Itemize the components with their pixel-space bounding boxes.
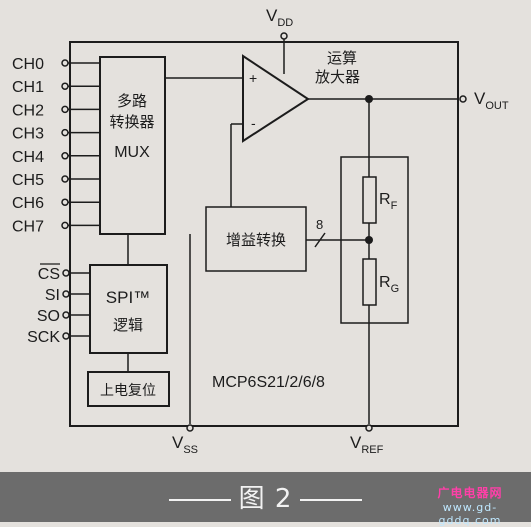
vss-label: VSS (172, 433, 198, 456)
spi-pin-label-si: SI (45, 287, 60, 304)
spi-pin-label-cs: CS (38, 266, 60, 283)
vdd-pin (280, 32, 288, 40)
channel-pin-ch3 (61, 128, 69, 137)
spi-label-line2: 逻辑 (113, 316, 143, 334)
rg-resistor (362, 258, 377, 306)
channel-pin-ch4 (61, 152, 69, 160)
vss-pin (186, 424, 194, 432)
caption-dash-right (300, 498, 363, 501)
bus-slash (314, 232, 326, 248)
part-number: MCP6S21/2/6/8 (212, 374, 325, 391)
vout-pin (459, 95, 467, 103)
spi-pin-si (62, 290, 70, 298)
rf-resistor (362, 176, 377, 224)
channel-pin-ch7 (61, 221, 69, 230)
power-on-reset-label: 上电复位 (100, 382, 156, 399)
channel-label-ch7: CH7 (12, 218, 44, 235)
channel-label-ch3: CH3 (12, 126, 44, 143)
watermark-url: www.gd-gddq.com (438, 501, 502, 527)
channel-label-ch2: CH2 (12, 102, 44, 119)
gain-switch-label: 增益转换 (226, 231, 286, 249)
vref-label: VREF (350, 433, 384, 456)
vdd-label: VDD (266, 6, 293, 29)
channel-pin-ch1 (61, 82, 69, 90)
channel-label-ch5: CH5 (12, 172, 44, 189)
mux-label-line2: 转换器 (109, 113, 154, 131)
spi-pin-sck (62, 332, 70, 340)
spi-label-line1: SPI™ (106, 288, 150, 307)
channel-pin-ch5 (61, 175, 69, 183)
spi-pin-label-so: SO (37, 308, 60, 325)
spi-pins: CS SI SO SCK (27, 263, 90, 346)
opamp-triangle (242, 54, 310, 143)
mux-box (99, 56, 166, 235)
mux-label-line3: MUX (114, 144, 150, 161)
spi-pin-so (62, 311, 70, 319)
channel-label-ch0: CH0 (12, 56, 44, 73)
caption-text: 图 2 (238, 484, 293, 514)
opamp-label-line1: 运算 (327, 49, 357, 67)
bus-width-label: 8 (316, 217, 323, 232)
channel-label-ch1: CH1 (12, 79, 44, 96)
figure-caption: 图 2 (0, 478, 531, 515)
chip-outline (69, 41, 459, 427)
spi-logic-box (89, 264, 168, 354)
spi-pin-label-sck: SCK (27, 329, 60, 346)
mux-label-line1: 多路 (117, 92, 147, 110)
vref-pin (365, 424, 373, 432)
channel-pin-ch0 (61, 59, 69, 67)
rf-label: RF (379, 191, 398, 212)
opamp-minus: - (251, 115, 256, 131)
spi-pin-cs (62, 269, 70, 277)
watermark-site-name: 广电电器网 (437, 486, 503, 500)
caption-dash-left (168, 498, 231, 501)
channel-label-ch6: CH6 (12, 195, 44, 212)
site-watermark: 广电电器网 www.gd-gddq.com (415, 484, 525, 527)
block-diagram: VDD + - 运算 放大器 VOUT RF RG VREF 增益转换 8 多路… (12, 6, 509, 456)
opamp-label-line2: 放大器 (315, 68, 360, 86)
power-on-reset-box (87, 371, 170, 407)
channel-pin-ch2 (61, 105, 69, 114)
gain-switch-box (205, 206, 307, 272)
rg-label: RG (379, 274, 399, 295)
opamp-plus: + (249, 70, 257, 86)
vout-label: VOUT (474, 89, 509, 112)
caption-band (0, 472, 531, 522)
channel-pin-ch6 (61, 198, 69, 206)
channel-label-ch4: CH4 (12, 149, 44, 166)
